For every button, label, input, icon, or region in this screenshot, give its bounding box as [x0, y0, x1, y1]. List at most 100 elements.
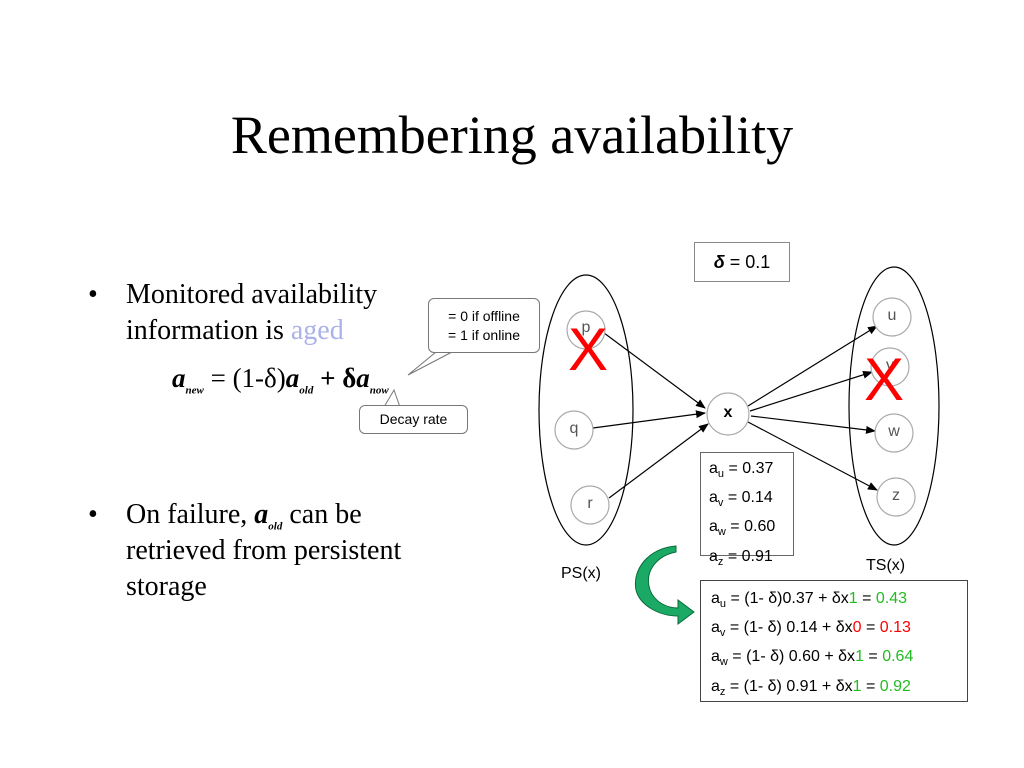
updated-values-box: au = (1- δ)0.37 + δx1 = 0.43 av = (1- δ)…: [700, 580, 968, 702]
online-offline-callout: = 0 if offline = 1 if online: [428, 298, 540, 353]
a-symbol: a: [711, 590, 720, 607]
a-symbol: a: [711, 677, 720, 695]
edge-x-u: [747, 325, 878, 407]
node-u: [872, 297, 912, 337]
edge-p-x: [599, 329, 706, 409]
formula-a: a: [285, 363, 300, 393]
update-expression: = (1- δ) 0.14 + δx: [725, 619, 853, 637]
a-sub: u: [719, 598, 727, 611]
online-callout-tail: [407, 351, 453, 376]
callout-line: = 0 if offline: [448, 308, 520, 324]
availability-row: au = 0.37: [709, 457, 793, 486]
a-sub: z: [717, 555, 724, 568]
delta-box: δ = 0.1: [694, 242, 790, 282]
node-z: [876, 477, 916, 517]
a-symbol: a: [709, 547, 718, 565]
decay-rate-callout: Decay rate: [359, 405, 468, 434]
availability-row: az = 0.91: [709, 545, 793, 574]
updated-result: 0.13: [879, 619, 911, 637]
updated-row: au = (1- δ)0.37 + δx1 = 0.43: [711, 587, 967, 616]
bullet-text: Monitored availability: [126, 279, 378, 310]
availability-row: aw = 0.60: [709, 515, 793, 544]
ts-label: TS(x): [866, 557, 906, 574]
node-p: [566, 310, 606, 350]
update-expression: = (1- δ)0.37 + δx: [726, 590, 849, 607]
formula-op: = (1-δ): [203, 363, 286, 393]
bullet-text: On failure, aold can be: [126, 497, 362, 545]
ts-ellipse: [848, 266, 940, 546]
edge-x-w: [750, 415, 876, 434]
update-expression: = (1- δ) 0.60 + δx: [727, 648, 856, 666]
updated-result: 0.92: [879, 677, 911, 695]
bullet-dot: •: [88, 279, 98, 310]
ps-ellipse: [538, 274, 634, 546]
bullet-text-prefix: On failure,: [126, 499, 255, 530]
equals: =: [857, 590, 876, 607]
availability-values-box: au = 0.37 av = 0.14 aw = 0.60 az = 0.91: [700, 452, 794, 568]
bullet-text-suffix: can be: [282, 499, 362, 530]
a-old-symbol: a: [254, 499, 269, 530]
a-sub: u: [717, 468, 725, 481]
edge-x-z: [747, 421, 878, 491]
node-label-v: v: [886, 357, 894, 374]
bullet-failure: • On failure, aold can be retrieved from…: [88, 497, 508, 607]
a-symbol: a: [711, 648, 720, 666]
bullet-aged: • Monitored availability information is …: [88, 277, 458, 357]
formula-sub: now: [369, 384, 389, 397]
formula-sub: new: [185, 384, 204, 397]
slide-title: Remembering availability: [230, 105, 794, 165]
a-symbol: a: [709, 460, 718, 477]
equals: =: [861, 619, 880, 637]
updated-result: 0.43: [875, 590, 908, 607]
callout-line: = 1 if online: [448, 327, 520, 343]
node-label-q: q: [569, 420, 579, 437]
offline-input: 0: [852, 619, 862, 637]
bullet-text: retrieved from persistent: [126, 535, 402, 566]
a-symbol: a: [709, 489, 718, 507]
failure-x-mark-p: X: [568, 316, 609, 383]
edge-x-v: [749, 370, 873, 412]
bullet-text: information is aged: [126, 313, 344, 349]
online-input: 1: [855, 648, 864, 666]
formula-a: a: [356, 363, 370, 393]
formula-sub: old: [299, 384, 314, 397]
node-r: [570, 485, 610, 525]
node-q: [554, 410, 594, 450]
updated-result: 0.64: [882, 648, 914, 666]
a-value: = 0.91: [723, 547, 773, 565]
curved-arrow-icon: [634, 545, 695, 625]
a-value: = 0.60: [725, 518, 776, 536]
node-w: [874, 413, 914, 453]
formula-a: a: [172, 363, 186, 393]
a-symbol: a: [709, 518, 718, 536]
equals: =: [861, 677, 880, 695]
delta-symbol: δ: [713, 252, 725, 272]
equals: =: [863, 648, 883, 666]
a-sub: v: [719, 627, 726, 640]
node-label-r: r: [587, 495, 593, 512]
bullet-text-prefix: information is: [126, 315, 291, 346]
bullet-dot: •: [88, 499, 98, 530]
update-expression: = (1- δ) 0.91 + δx: [725, 677, 853, 695]
aged-word: aged: [290, 315, 344, 346]
ps-label: PS(x): [561, 565, 601, 582]
node-label-z: z: [892, 487, 900, 504]
a-symbol: a: [711, 619, 720, 637]
failure-x-mark-v: X: [864, 346, 905, 413]
updated-row: aw = (1- δ) 0.60 + δx1 = 0.64: [711, 645, 967, 674]
a-sub: v: [717, 497, 724, 510]
bullet-text: storage: [126, 571, 207, 602]
decay-formula: anew = (1-δ)aold + δanow: [172, 363, 389, 396]
delta-value: = 0.1: [724, 252, 771, 272]
a-old-sub: old: [268, 520, 283, 533]
a-value: = 0.14: [723, 489, 773, 507]
edge-r-x: [608, 423, 709, 499]
a-sub: w: [717, 526, 726, 539]
node-label-w: w: [888, 423, 900, 440]
node-label-x: x: [723, 404, 733, 421]
node-v: [870, 347, 910, 387]
formula-op: + δ: [313, 363, 357, 393]
a-value: = 0.37: [724, 460, 774, 477]
online-input: 1: [848, 590, 858, 607]
